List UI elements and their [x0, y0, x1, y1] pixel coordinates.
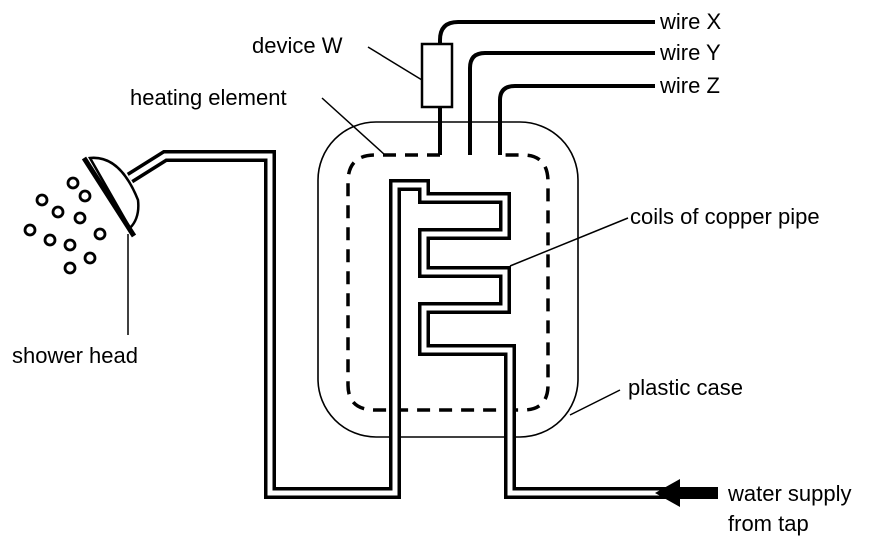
wire-z-label: wire Z	[660, 73, 720, 98]
wire-z	[498, 84, 655, 155]
water-droplets	[23, 176, 107, 275]
leader-case	[569, 389, 621, 416]
leader-device	[367, 46, 423, 81]
leader-coils	[509, 217, 629, 267]
coils-label: coils of copper pipe	[630, 204, 820, 229]
shower-head-label: shower head	[12, 343, 138, 368]
copper-pipe-bore	[128, 153, 685, 496]
water-supply-label: water supply	[728, 481, 852, 506]
plastic-case-label: plastic case	[628, 375, 743, 400]
wire-y-label: wire Y	[660, 40, 721, 65]
device-label: device W	[252, 33, 343, 58]
leader-heating	[321, 97, 386, 156]
water-supply-arrow	[655, 479, 718, 507]
wire-x	[438, 20, 655, 155]
heating-element	[346, 153, 550, 412]
wires	[438, 20, 655, 155]
heating-element-label: heating element	[130, 85, 287, 110]
shower-head	[81, 156, 140, 335]
leader-lines	[321, 46, 629, 416]
wire-y	[468, 51, 655, 155]
plastic-case	[317, 121, 579, 438]
wire-x-label: wire X	[660, 9, 722, 34]
from-tap-label: from tap	[728, 511, 809, 536]
device-w	[420, 42, 454, 109]
copper-pipe-outline	[126, 150, 685, 499]
